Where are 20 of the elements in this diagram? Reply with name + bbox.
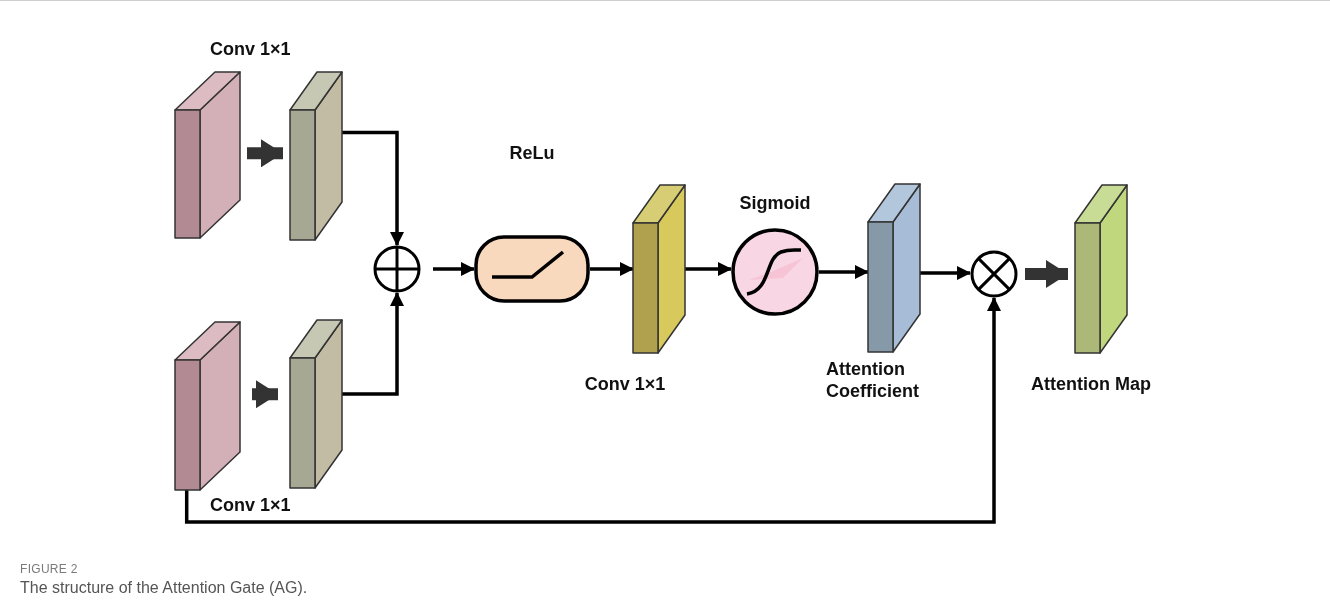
arrow: [819, 265, 869, 279]
node-label: Conv 1×1: [583, 373, 667, 396]
block-arrow: [1025, 260, 1068, 288]
arrow: [685, 262, 732, 276]
arrow: [590, 262, 634, 276]
arrow: [920, 266, 971, 281]
block-arrow: [252, 380, 278, 409]
block-arrow: [247, 139, 283, 168]
node-label: ReLu: [508, 142, 556, 165]
node-label: Sigmoid: [738, 192, 812, 215]
arrow: [433, 262, 475, 276]
operation-label: Conv 1×1: [210, 38, 291, 61]
node-label: Attention Coefficient: [826, 358, 920, 402]
arrow: [184, 297, 1001, 524]
figure-caption: The structure of the Attention Gate (AG).: [20, 578, 308, 598]
figure-number: FIGURE 2: [20, 561, 78, 578]
operation-label: Conv 1×1: [210, 494, 291, 517]
arrow: [342, 130, 404, 246]
node-label: Attention Map: [1030, 373, 1152, 396]
arrow: [342, 292, 404, 396]
